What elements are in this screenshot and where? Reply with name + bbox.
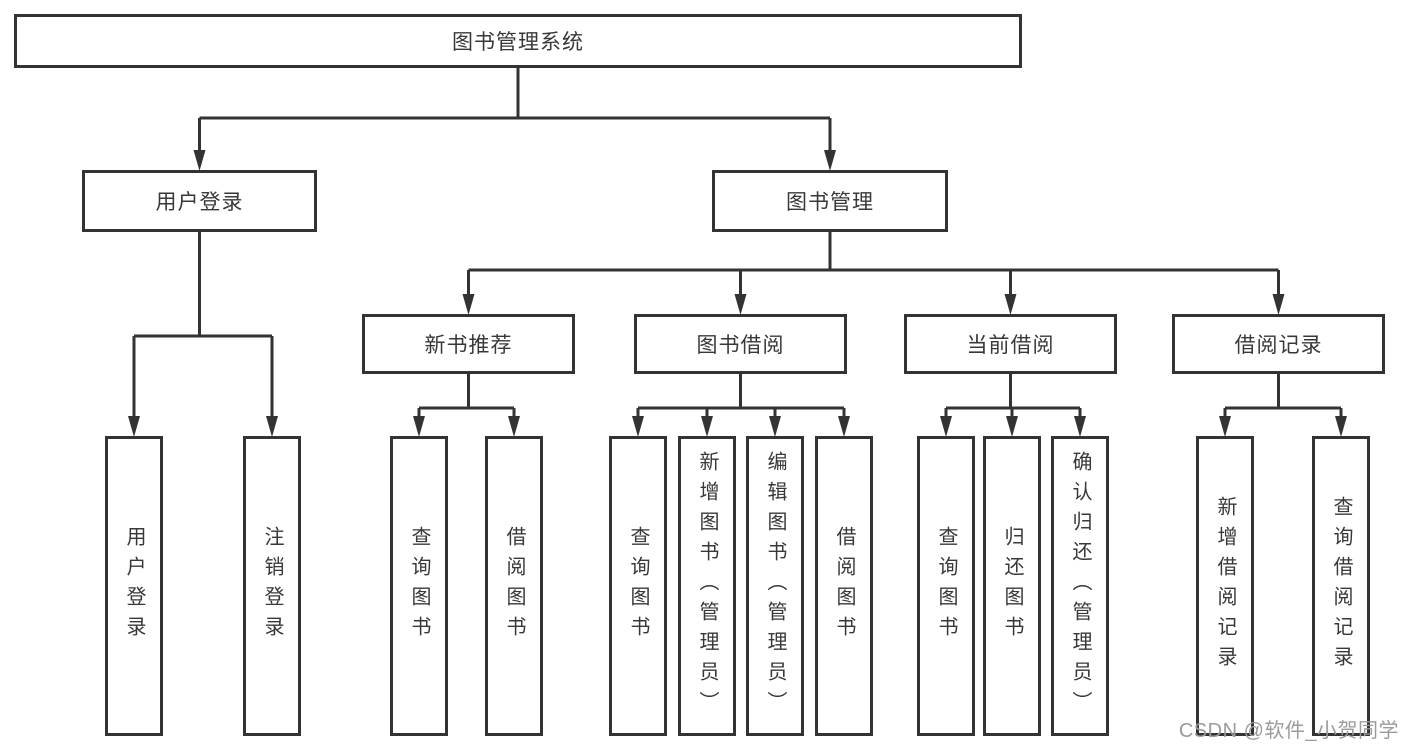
node-query-books-current: 查询图书 — [917, 436, 975, 736]
node-query-borrow-record: 查询借阅记录 — [1312, 436, 1370, 736]
connector-book-borrowing — [632, 374, 850, 437]
node-query-books-borrow: 查询图书 — [609, 436, 667, 736]
leaf-label: 借阅图书 — [503, 526, 525, 646]
arrowhead — [769, 416, 781, 437]
node-logout: 注销登录 — [243, 436, 301, 736]
arrowhead — [632, 416, 644, 437]
node-add-books-admin: 新增图书（管理员） — [678, 436, 736, 736]
leaf-label: 查询图书 — [935, 526, 957, 646]
arrowhead — [462, 294, 475, 315]
node-current-borrowing: 当前借阅 — [904, 314, 1117, 374]
node-borrowing-records: 借阅记录 — [1172, 314, 1385, 374]
arrowhead — [1006, 416, 1018, 437]
node-book-management-label: 图书管理 — [786, 191, 874, 214]
arrowhead — [701, 416, 713, 437]
arrowhead — [1074, 416, 1086, 437]
arrowhead — [1219, 416, 1231, 437]
arrowhead — [1272, 294, 1285, 315]
node-query-books-recommend: 查询图书 — [390, 436, 448, 736]
connector-borrowing-records — [1219, 374, 1347, 437]
node-return-books: 归还图书 — [983, 436, 1041, 736]
connector-current-borrowing — [940, 374, 1086, 437]
node-user-login-label: 用户登录 — [155, 191, 244, 214]
leaf-label: 用户登录 — [123, 526, 145, 646]
node-borrowing-records-label: 借阅记录 — [1234, 334, 1323, 357]
connector-book-management — [462, 232, 1285, 315]
connector-user-login — [128, 232, 278, 437]
connector-root — [193, 68, 836, 171]
leaf-label: 借阅图书 — [833, 526, 855, 646]
node-user-login-leaf: 用户登录 — [105, 436, 163, 736]
arrowhead — [838, 416, 850, 437]
arrowhead — [824, 150, 836, 171]
leaf-label: 归还图书 — [1001, 526, 1023, 646]
node-new-book-recommendation-label: 新书推荐 — [424, 334, 513, 357]
arrowhead — [413, 416, 425, 437]
arrowhead — [1004, 294, 1017, 315]
node-current-borrowing-label: 当前借阅 — [966, 334, 1055, 357]
node-new-book-recommendation: 新书推荐 — [362, 314, 575, 374]
node-root: 图书管理系统 — [14, 14, 1022, 68]
leaf-label: 编辑图书（管理员） — [764, 451, 786, 721]
arrowhead — [940, 416, 952, 437]
arrowhead — [1335, 416, 1347, 437]
node-book-borrowing-label: 图书借阅 — [696, 334, 785, 357]
arrowhead — [193, 150, 206, 171]
csdn-watermark: CSDN @软件_小贺同学 — [1178, 720, 1399, 742]
leaf-label: 新增借阅记录 — [1214, 496, 1236, 676]
leaf-label: 新增图书（管理员） — [696, 451, 718, 721]
node-confirm-return-admin: 确认归还（管理员） — [1051, 436, 1109, 736]
leaf-label: 查询图书 — [627, 526, 649, 646]
arrowhead — [734, 294, 747, 315]
node-user-login: 用户登录 — [82, 170, 317, 232]
node-borrow-books-borrow: 借阅图书 — [815, 436, 873, 736]
leaf-label: 注销登录 — [261, 526, 283, 646]
node-book-borrowing: 图书借阅 — [634, 314, 847, 374]
leaf-label: 查询借阅记录 — [1330, 496, 1352, 676]
connector-new-book-recommendation — [413, 374, 520, 437]
node-add-borrow-record: 新增借阅记录 — [1196, 436, 1254, 736]
leaf-label: 查询图书 — [408, 526, 430, 646]
node-edit-books-admin: 编辑图书（管理员） — [746, 436, 804, 736]
node-root-label: 图书管理系统 — [452, 31, 584, 54]
node-book-management: 图书管理 — [712, 170, 948, 232]
leaf-label: 确认归还（管理员） — [1069, 451, 1091, 721]
arrowhead — [508, 416, 520, 437]
arrowhead — [266, 416, 278, 437]
arrowhead — [128, 416, 140, 437]
node-borrow-books-recommend: 借阅图书 — [485, 436, 543, 736]
